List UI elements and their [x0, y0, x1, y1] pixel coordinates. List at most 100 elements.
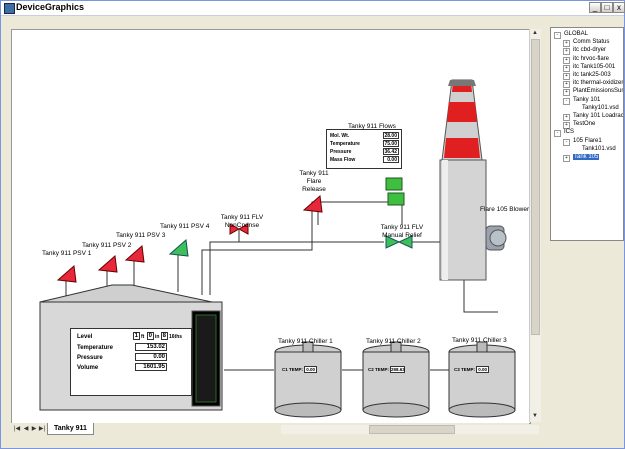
tank-level-ft-unit: ft [141, 334, 145, 340]
tree-item[interactable]: itc thermal-oxidizer [573, 80, 623, 86]
horizontal-scroll-thumb[interactable] [369, 425, 455, 434]
tank-level-in-value: 0 [147, 332, 154, 340]
tree-item-label: itc tank25-003 [573, 72, 611, 78]
first-sheet-icon[interactable]: |◀ [13, 426, 21, 432]
psv-4-label: Tanky 911 PSV 4 [160, 223, 210, 230]
title-bar: DeviceGraphics _ □ x [1, 1, 625, 16]
tree-item[interactable]: GLOBAL [564, 31, 588, 37]
maximize-button[interactable]: □ [601, 2, 613, 13]
scroll-up-icon[interactable]: ▲ [532, 30, 538, 36]
tree-item[interactable]: 105 Flare1 [573, 138, 602, 144]
flows-massflow-value: 0.00 [383, 156, 399, 163]
flv-noncndnse-valve [229, 223, 249, 235]
prev-sheet-icon[interactable]: ◀ [23, 426, 29, 432]
tree-item[interactable]: itc hrvoc-flare [573, 56, 609, 62]
tree-item[interactable]: Comm Status [573, 39, 609, 45]
tree-item-label: TestOne [573, 121, 596, 128]
tree-item-label: Tank101.vsd [582, 145, 616, 152]
flows-massflow-label: Mass Flow [330, 157, 356, 163]
flare-blower-label: Flare 105 Blower [480, 206, 530, 213]
device-tree[interactable]: -GLOBAL+Comm Status+itc cbd-dryer+itc hr… [550, 27, 624, 241]
minimize-button[interactable]: _ [589, 2, 601, 13]
tree-expander-icon[interactable]: + [563, 48, 570, 56]
tree-expander-icon[interactable]: + [563, 89, 570, 97]
tree-item[interactable]: TestOne [573, 121, 595, 127]
app-icon [4, 3, 15, 14]
flows-molwt-value: 28.00 [383, 132, 399, 139]
flows-temperature-label: Temperature [330, 141, 360, 147]
tree-item-label: GLOBAL [564, 31, 589, 37]
flare-release-valve [302, 195, 323, 213]
flv-manual-relief-label: Tanky 911 FLV Manual Relief [380, 224, 424, 239]
chiller-3-temp: C3 TEMP: 0.00 [454, 366, 490, 375]
tree-item[interactable]: ICS [564, 129, 574, 135]
horizontal-scrollbar[interactable] [281, 425, 539, 434]
tank-pressure-label: Pressure [77, 355, 103, 361]
tree-item[interactable]: itc tank25-003 [573, 72, 611, 78]
psv-3-valve [124, 245, 145, 263]
tree-expander-icon[interactable]: + [563, 40, 570, 48]
process-diagram [39, 79, 516, 418]
tree-item[interactable]: itc Tank105-001 [573, 64, 615, 70]
close-button[interactable]: x [613, 2, 625, 13]
psv-2-valve [97, 255, 118, 273]
tree-item[interactable]: Tanky 101 Loadrac [573, 113, 624, 119]
chiller-3-temp-value: 0.00 [476, 366, 489, 373]
psv-3-label: Tanky 911 PSV 3 [116, 232, 166, 239]
chiller-3-temp-label: C3 TEMP: [454, 367, 476, 372]
tab-tanky-911[interactable]: Tanky 911 [47, 423, 94, 435]
tank-level-label: Level [77, 334, 93, 340]
flows-panel: Mol. Wt. 28.00 Temperature 75.00 Pressur… [326, 129, 402, 169]
chiller-2-label: Tanky 911 Chiller 2 [366, 338, 421, 345]
tree-item[interactable]: Tank101.vsd [582, 146, 616, 152]
flv-manual-relief-valve [385, 235, 413, 249]
tree-item-label: PlantEmissionsSum [573, 88, 624, 95]
chiller-2-temp-value: 298.63 [390, 366, 405, 373]
tree-item-label: itc thermal-oxidizer [573, 80, 624, 87]
tank-temperature-value: 153.02 [135, 343, 167, 351]
scroll-down-icon[interactable]: ▼ [532, 413, 538, 419]
vertical-scroll-thumb[interactable] [531, 39, 540, 335]
flows-temperature-value: 75.00 [383, 140, 399, 147]
flare-stack [439, 79, 507, 281]
tank-level-frac-unit: 16ths [169, 334, 183, 340]
last-sheet-icon[interactable]: ▶| [38, 426, 46, 432]
tree-expander-icon[interactable]: + [563, 122, 570, 130]
tree-expander-icon[interactable]: - [554, 130, 561, 138]
flows-pressure-value: 36.42 [383, 148, 399, 155]
psv-4-valve [168, 239, 189, 257]
chiller-1-temp-label: C1 TEMP: [282, 367, 304, 372]
tree-item-label: itc cbd-dryer [573, 47, 607, 54]
tree-expander-icon[interactable]: + [563, 114, 570, 121]
tank-volume-label: Volume [77, 365, 99, 371]
tree-item[interactable]: Tanky101.vsd [582, 105, 619, 111]
vertical-scrollbar[interactable]: ▲ ▼ [529, 29, 541, 422]
diagram-canvas[interactable]: Mol. Wt. 28.00 Temperature 75.00 Pressur… [11, 29, 531, 424]
tree-item-label: Comm Status [573, 39, 610, 46]
chiller-2-temp-label: C2 TEMP: [368, 367, 390, 372]
flows-title: Tanky 911 Flows [348, 123, 396, 130]
tree-expander-icon[interactable]: - [563, 97, 570, 105]
chiller-2-shape [362, 341, 430, 418]
chiller-3-label: Tanky 911 Chiller 3 [452, 337, 507, 344]
chiller-1-shape [274, 341, 342, 418]
tree-expander-icon[interactable]: - [554, 32, 561, 39]
tree-expander-icon[interactable]: + [563, 64, 570, 72]
tree-item[interactable]: Tank 105 [573, 154, 600, 160]
tree-expander-icon[interactable]: + [563, 56, 570, 64]
flows-pressure-label: Pressure [330, 149, 352, 155]
tree-item[interactable]: Tanky 101 [573, 97, 600, 103]
tree-item[interactable]: itc cbd-dryer [573, 47, 606, 53]
flare-release-label: Tanky 911 Flare Release [299, 170, 329, 193]
tree-item-label: Tanky 101 Loadrac [573, 113, 624, 119]
tree-expander-icon[interactable]: + [563, 81, 570, 89]
tree-expander-icon[interactable]: + [563, 155, 570, 162]
sheet-tab-bar: |◀ ◀ ▶ ▶| Tanky 911 [11, 423, 539, 435]
tree-expander-icon[interactable]: - [563, 138, 570, 146]
tree-item[interactable]: PlantEmissionsSum [573, 88, 624, 95]
tree-item-label: itc hrvoc-flare [573, 55, 610, 62]
flv-noncndnse-label: Tanky 911 FLV NonCndnse [220, 214, 264, 229]
tree-expander-icon[interactable]: + [563, 73, 570, 80]
next-sheet-icon[interactable]: ▶ [31, 426, 37, 432]
